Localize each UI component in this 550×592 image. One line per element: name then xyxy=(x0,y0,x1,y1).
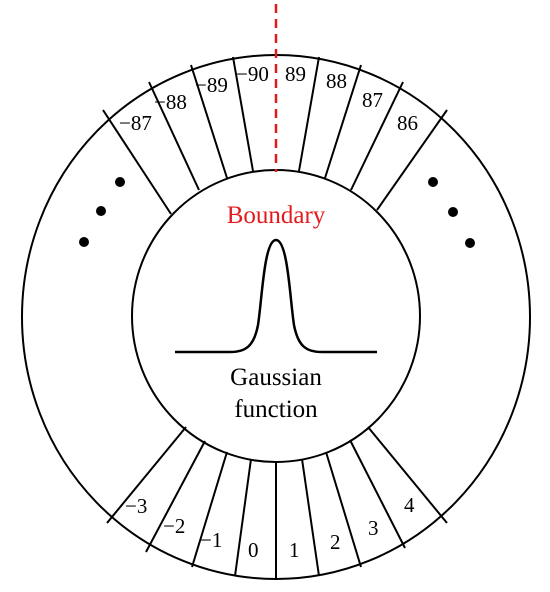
sector-label: 87 xyxy=(362,88,383,112)
ellipsis-left xyxy=(79,177,125,247)
ellipsis-right xyxy=(428,177,475,248)
bottom-sector-labels: −3 −2 −1 0 1 2 3 4 xyxy=(125,493,415,562)
gaussian-label-line1: Gaussian xyxy=(230,364,322,391)
sector-label: 4 xyxy=(404,493,415,517)
ellipsis-dot xyxy=(428,177,438,187)
ellipsis-dot xyxy=(79,237,89,247)
sector-label: −88 xyxy=(154,90,187,114)
sector-label: −90 xyxy=(236,62,269,86)
sector-label: 86 xyxy=(397,111,418,135)
sector-label: 2 xyxy=(330,530,341,554)
divider-line xyxy=(102,109,172,215)
gaussian-curve xyxy=(175,238,377,354)
divider-line xyxy=(190,64,228,179)
ellipsis-dot xyxy=(96,206,106,216)
divider-line xyxy=(148,81,200,191)
sector-label: −87 xyxy=(119,111,152,135)
divider-line xyxy=(106,426,187,524)
bottom-sector-dividers xyxy=(106,426,448,579)
divider-line xyxy=(324,64,362,179)
sector-label: 1 xyxy=(289,538,300,562)
divider-line xyxy=(349,439,406,549)
divider-line xyxy=(376,109,448,211)
divider-line xyxy=(350,81,404,191)
sector-label: −1 xyxy=(200,528,222,552)
divider-line xyxy=(232,56,254,172)
sector-label: 89 xyxy=(285,62,306,86)
sector-label: 88 xyxy=(326,69,347,93)
divider-line xyxy=(234,458,252,577)
boundary-label: Boundary xyxy=(227,202,326,229)
ellipsis-dot xyxy=(465,238,475,248)
divider-line xyxy=(145,440,206,553)
gaussian-label-line2: function xyxy=(234,396,318,423)
sector-label: −2 xyxy=(163,514,185,538)
divider-line xyxy=(301,458,320,577)
ellipsis-dot xyxy=(115,177,125,187)
divider-line xyxy=(325,451,362,568)
divider-line xyxy=(367,426,448,524)
divider-line xyxy=(191,451,228,568)
sector-label: −3 xyxy=(125,494,147,518)
sector-label: 0 xyxy=(248,538,259,562)
sector-label: 3 xyxy=(368,516,379,540)
top-sector-labels: −87 −88 −89 −90 89 88 87 86 xyxy=(119,62,418,135)
top-sector-dividers xyxy=(102,56,448,215)
divider-line xyxy=(298,56,320,172)
ellipsis-dot xyxy=(448,207,458,217)
sector-label: −89 xyxy=(195,73,228,97)
